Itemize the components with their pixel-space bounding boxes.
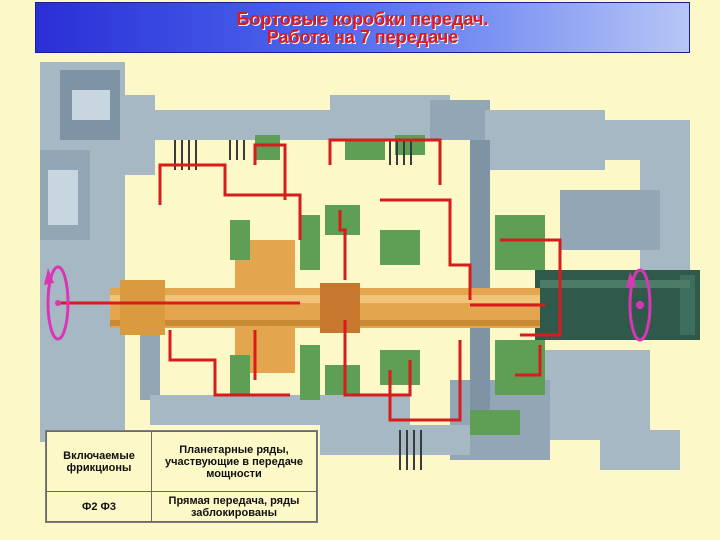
gear-info-table: Включаемые фрикционы Планетарные ряды, у… bbox=[45, 430, 318, 523]
gear-info-table-grid: Включаемые фрикционы Планетарные ряды, у… bbox=[46, 431, 317, 522]
planetary-gears bbox=[230, 135, 545, 435]
table-cell-clutches: Ф2 Ф3 bbox=[46, 491, 152, 522]
slide-title: Бортовые коробки передач. Работа на 7 пе… bbox=[35, 2, 690, 53]
title-line-2: Работа на 7 передаче bbox=[266, 27, 459, 47]
table-row: Ф2 Ф3 Прямая передача, ряды заблокирован… bbox=[46, 491, 317, 522]
title-line-1: Бортовые коробки передач. bbox=[236, 9, 489, 29]
table-header-row: Включаемые фрикционы Планетарные ряды, у… bbox=[46, 431, 317, 492]
gearbox-cross-section bbox=[40, 62, 700, 470]
table-header-right: Планетарные ряды, участвующие в передаче… bbox=[151, 431, 317, 492]
input-shaft bbox=[110, 240, 540, 373]
gearbox-housing bbox=[40, 62, 690, 470]
output-shaft bbox=[535, 270, 700, 340]
table-cell-planetary-rows: Прямая передача, ряды заблокированы bbox=[151, 491, 317, 522]
table-header-left: Включаемые фрикционы bbox=[46, 431, 152, 492]
output-rotation-arrow bbox=[626, 268, 652, 342]
power-flow-path bbox=[60, 138, 562, 422]
input-rotation-arrow bbox=[44, 265, 70, 341]
